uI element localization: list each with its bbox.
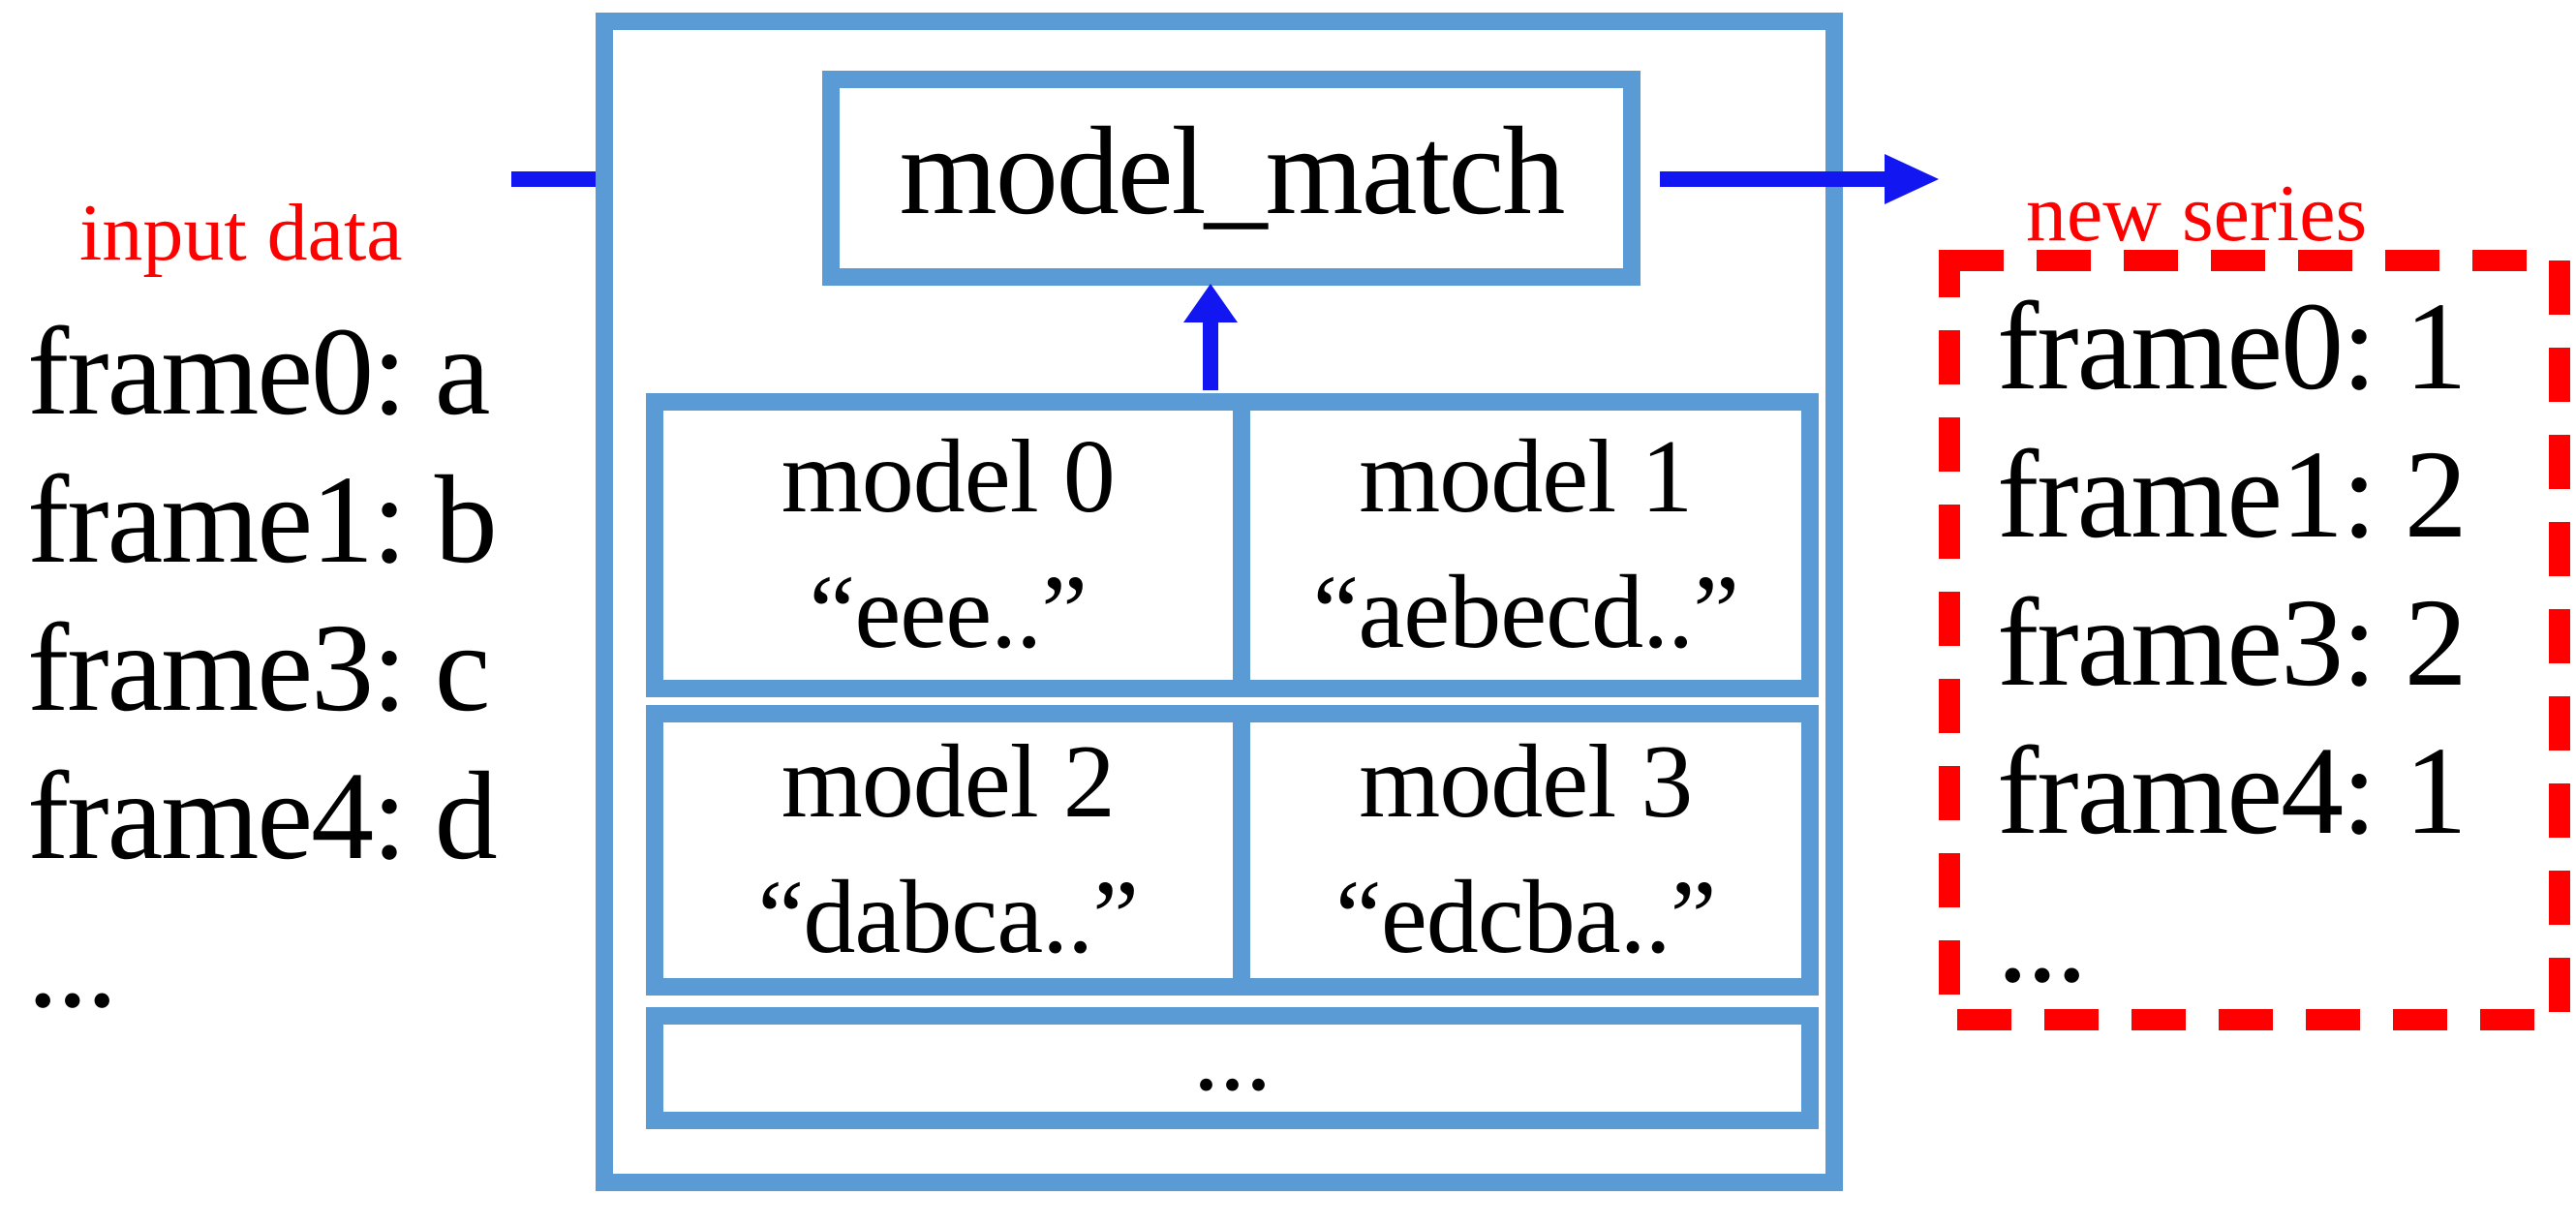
- model-sample: “aebecd..”: [1312, 555, 1739, 670]
- model-name: model 2: [781, 724, 1116, 840]
- model-name: model 0: [781, 419, 1116, 535]
- model-cell: model 0 “eee..”: [663, 411, 1233, 680]
- output-arrow-icon: [1660, 154, 1939, 204]
- model-cell: model 3 “edcba..”: [1232, 722, 1801, 978]
- model-match-box: model_match: [822, 71, 1641, 286]
- new-series-label: new series: [2026, 169, 2368, 259]
- more-models-box: ...: [646, 997, 1819, 1129]
- list-item: frame0: 1: [1997, 277, 2468, 416]
- model-match-title: model_match: [899, 102, 1566, 241]
- new-series-list: frame0: 1 frame1: 2 frame3: 2 frame4: 1 …: [1997, 273, 2468, 1014]
- list-item: frame1: 2: [1997, 425, 2468, 565]
- model-row: model 2 “dabca..” model 3 “edcba..”: [646, 705, 1819, 996]
- models-arrow-icon: [1183, 284, 1238, 390]
- list-item: frame4: 1: [1997, 721, 2468, 861]
- model-row: model 0 “eee..” model 1 “aebecd..”: [646, 393, 1819, 697]
- list-item: frame0: a: [27, 302, 490, 442]
- list-item: frame3: c: [27, 598, 490, 738]
- list-item: frame3: 2: [1997, 573, 2468, 713]
- model-name: model 1: [1359, 419, 1693, 535]
- list-item: frame4: d: [27, 747, 498, 886]
- new-series-box: [1939, 250, 2570, 1030]
- list-item: frame1: b: [27, 450, 498, 590]
- input-data-list: frame0: a frame1: b frame3: c frame4: d …: [27, 298, 498, 1039]
- model-sample: “edcba..”: [1334, 860, 1717, 975]
- model-sample: “eee..”: [809, 555, 1088, 670]
- model-cell: model 1 “aebecd..”: [1232, 411, 1801, 680]
- model-cell: model 2 “dabca..”: [663, 722, 1233, 978]
- model-sample: “dabca..”: [757, 860, 1139, 975]
- more-models-label: ...: [1193, 997, 1272, 1113]
- list-item: ...: [1997, 870, 2087, 1009]
- model-name: model 3: [1359, 724, 1693, 840]
- input-data-label: input data: [79, 188, 403, 278]
- list-item: ...: [27, 895, 117, 1034]
